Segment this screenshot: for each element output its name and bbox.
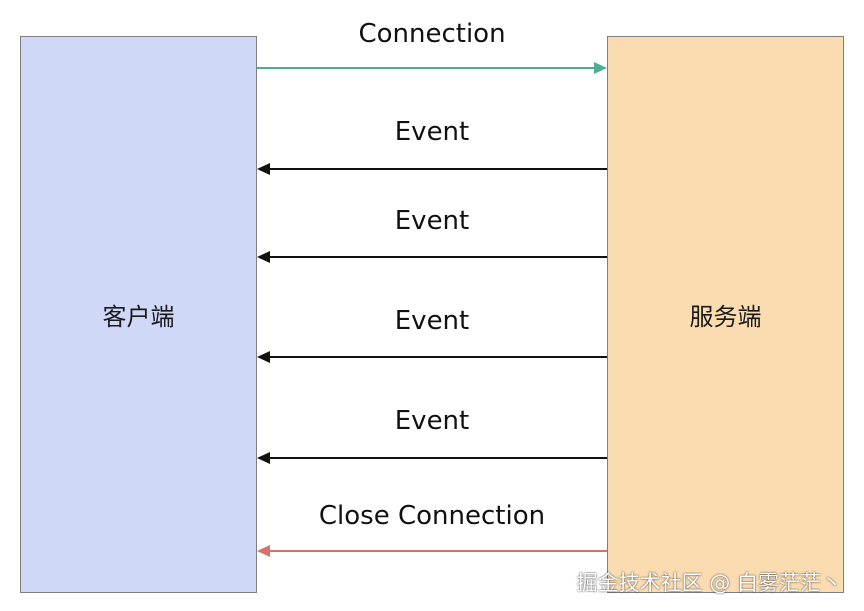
message-label-event-2: Event bbox=[394, 206, 470, 236]
client-label: 客户端 bbox=[102, 303, 175, 331]
arrow-event-2 bbox=[257, 251, 607, 263]
arrow-close-connection bbox=[257, 545, 607, 557]
watermark: 掘金技术社区 @ 白雾茫茫丶 bbox=[576, 571, 842, 595]
arrow-head-connection bbox=[594, 62, 607, 74]
client-box: 客户端 bbox=[20, 36, 257, 593]
message-label-close-connection: Close Connection bbox=[318, 501, 546, 531]
arrow-head-event-4 bbox=[257, 452, 270, 464]
arrow-head-event-1 bbox=[257, 163, 270, 175]
arrow-event-1 bbox=[257, 163, 607, 175]
server-box: 服务端 bbox=[607, 36, 844, 593]
message-label-event-4: Event bbox=[394, 406, 470, 436]
message-label-event-3: Event bbox=[394, 306, 470, 336]
message-label-event-1: Event bbox=[394, 117, 470, 147]
arrow-connection bbox=[257, 62, 607, 74]
arrow-event-4 bbox=[257, 452, 607, 464]
arrow-head-event-3 bbox=[257, 351, 270, 363]
server-label: 服务端 bbox=[689, 303, 762, 331]
arrow-head-event-2 bbox=[257, 251, 270, 263]
arrow-head-close-connection bbox=[257, 545, 270, 557]
arrow-event-3 bbox=[257, 351, 607, 363]
message-label-connection: Connection bbox=[358, 19, 506, 49]
